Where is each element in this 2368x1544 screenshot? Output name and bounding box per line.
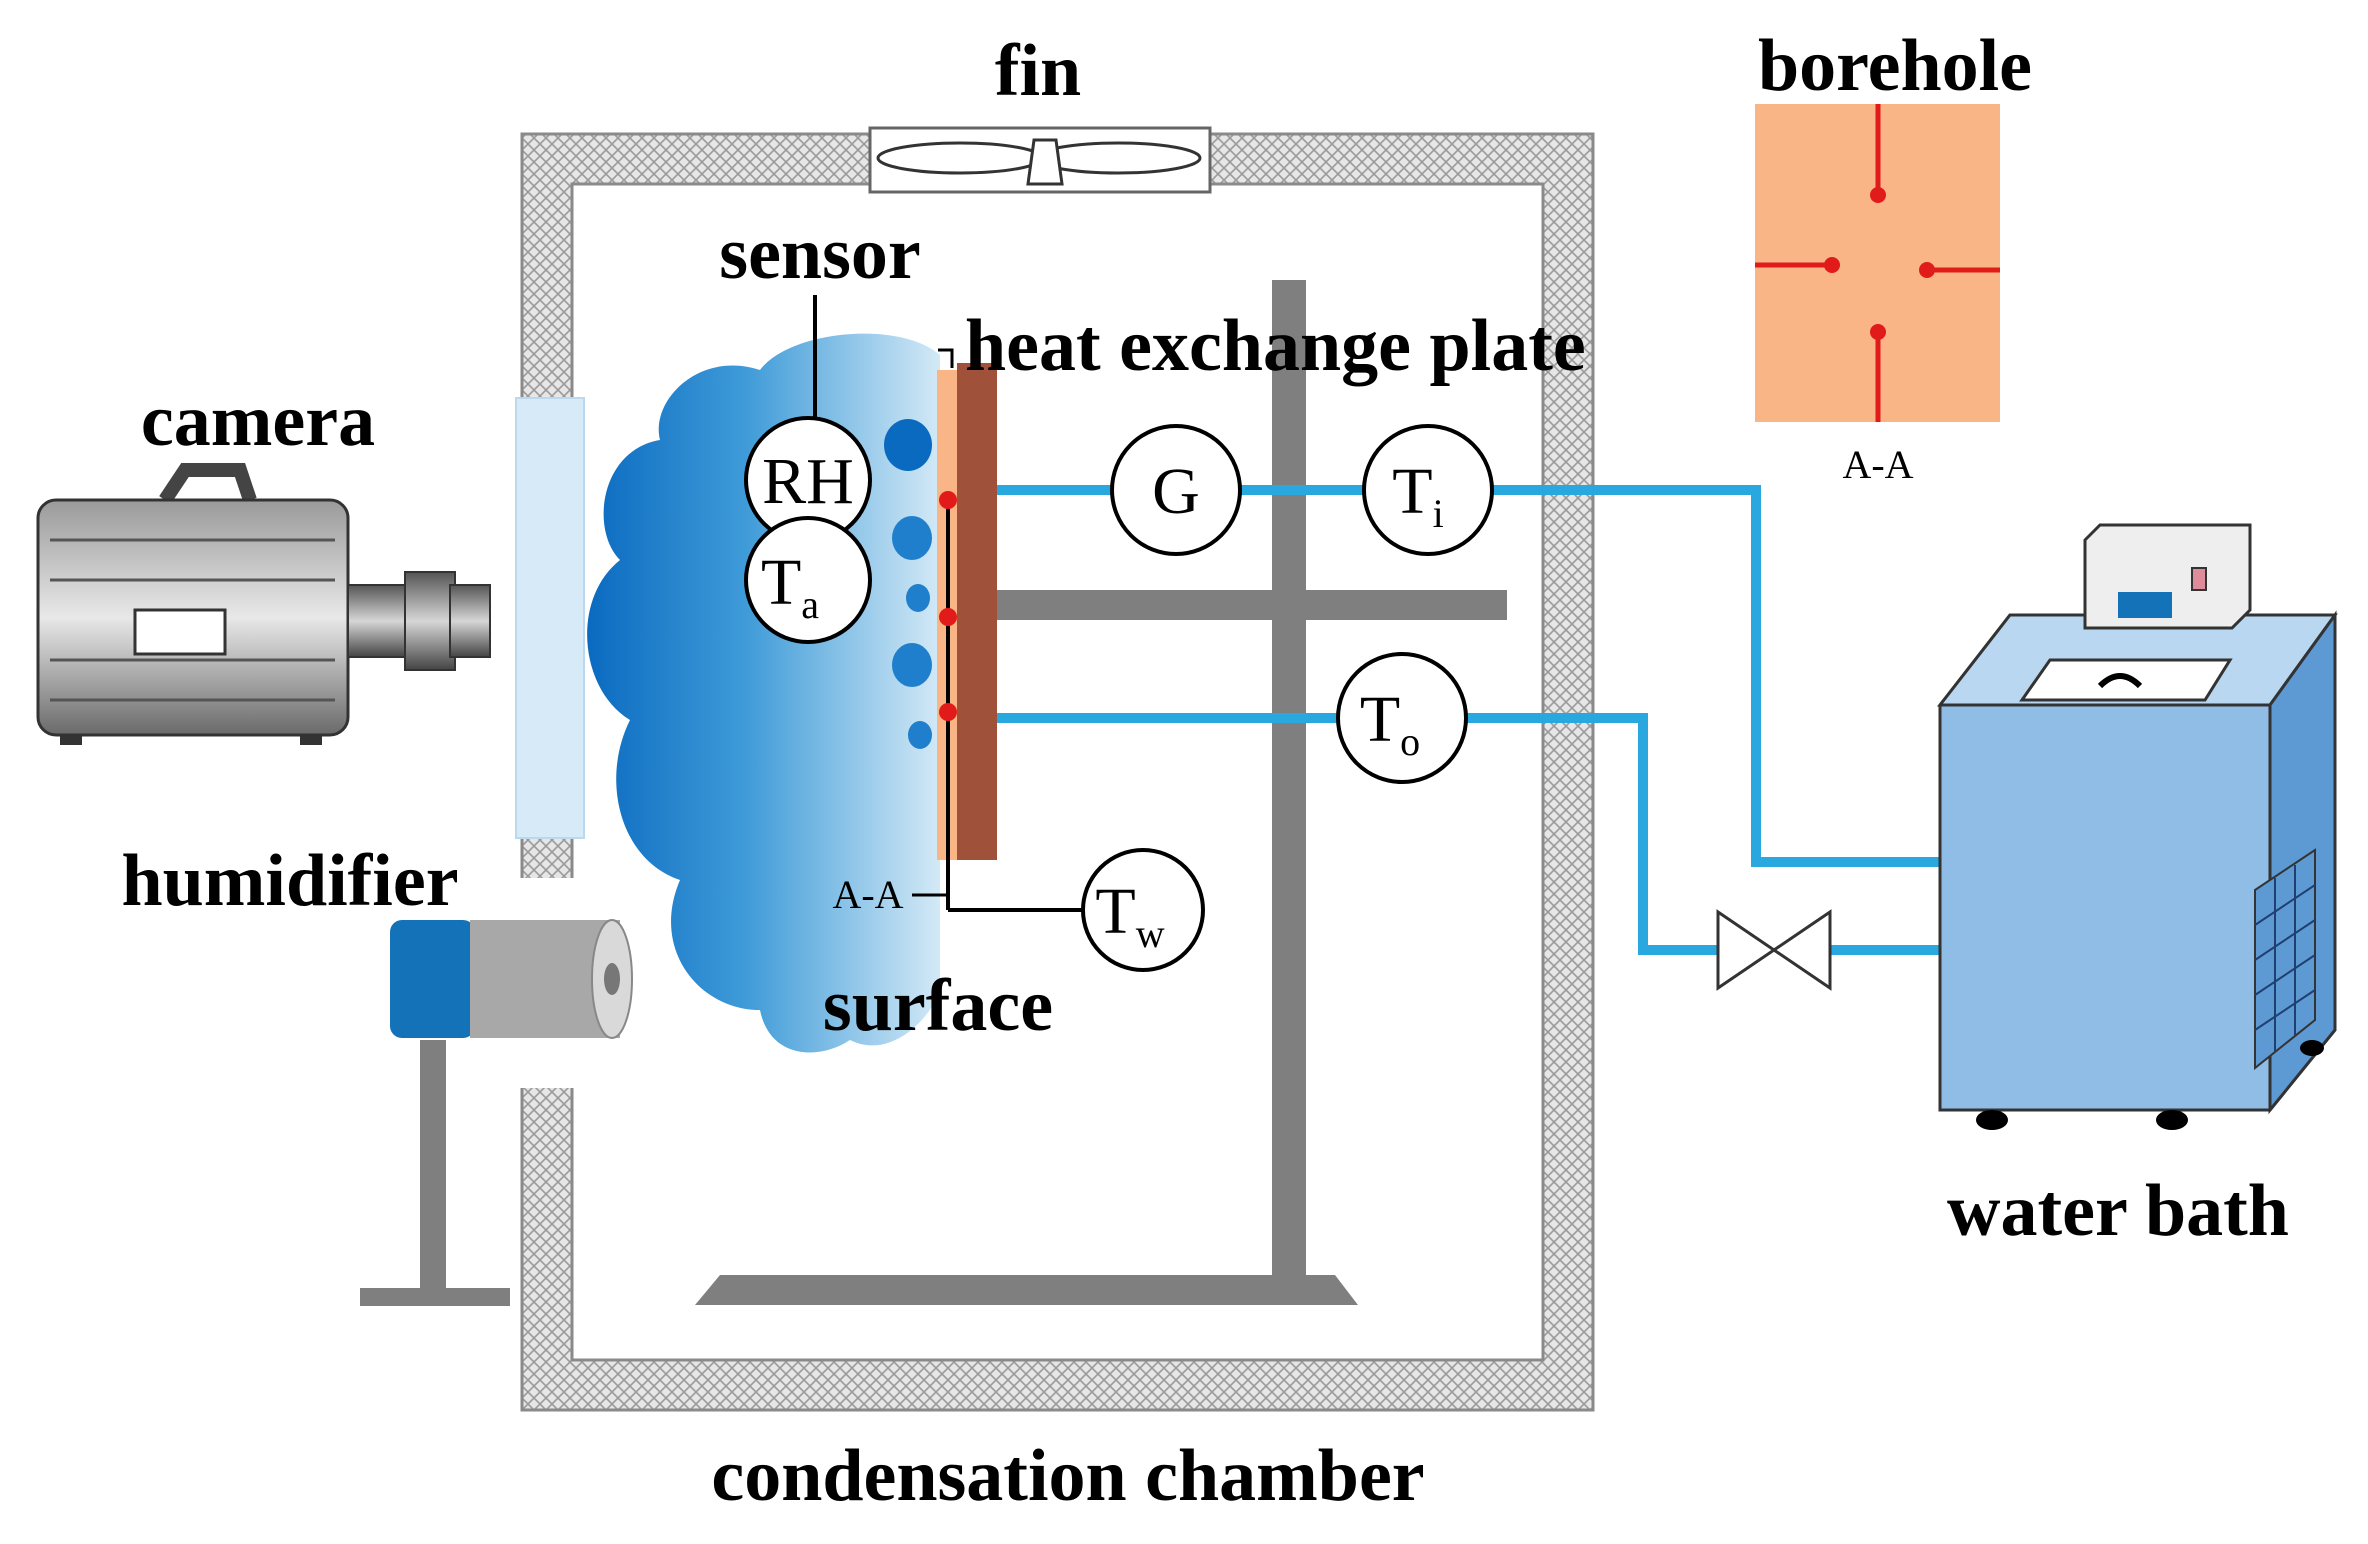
camera-icon (36, 463, 491, 745)
label-section-borehole: A-A (1842, 442, 1913, 487)
ta-sub: a (801, 582, 819, 627)
ti-symbol: Ti (1392, 455, 1443, 536)
label-water-bath: water bath (1947, 1170, 2289, 1252)
rh-symbol: RH (762, 445, 854, 518)
label-fin: fin (995, 30, 1081, 112)
tw-main: T (1095, 875, 1135, 948)
thermometer-tw: Tw (1081, 848, 1205, 972)
flowmeter-g: G (1110, 424, 1242, 556)
humidifier-icon (360, 919, 633, 1306)
ta-main: T (761, 546, 801, 619)
label-borehole: borehole (1758, 25, 2032, 107)
label-condensation-chamber: condensation chamber (711, 1435, 1424, 1517)
to-sub: o (1400, 719, 1420, 764)
sensor-probe: RH Ta (744, 295, 872, 644)
water-pipes (997, 485, 1940, 955)
tw-symbol: Tw (1095, 875, 1164, 956)
thermometer-ti: Ti (1362, 424, 1494, 556)
water-bath-icon (1936, 523, 2338, 1130)
ti-main: T (1392, 455, 1432, 528)
label-camera: camera (141, 380, 375, 462)
support-stand (695, 280, 1507, 1305)
valve-icon (1716, 909, 1832, 991)
thermometer-to: To (1336, 652, 1468, 784)
ta-symbol: Ta (761, 546, 819, 627)
tw-sub: w (1136, 911, 1165, 956)
ti-sub: i (1433, 491, 1444, 536)
fan-icon (868, 126, 1212, 194)
label-humidifier: humidifier (121, 840, 458, 922)
label-sensor: sensor (719, 213, 920, 295)
g-symbol: G (1152, 455, 1200, 528)
borehole-section (1755, 104, 2000, 422)
observation-window (515, 397, 585, 839)
to-symbol: To (1360, 683, 1420, 764)
heat-exchange-plate (912, 348, 1085, 912)
label-section-plate: A-A (832, 872, 903, 917)
label-surface: surface (823, 965, 1053, 1047)
to-main: T (1360, 683, 1400, 756)
label-heat-exchange-plate: heat exchange plate (965, 305, 1586, 387)
